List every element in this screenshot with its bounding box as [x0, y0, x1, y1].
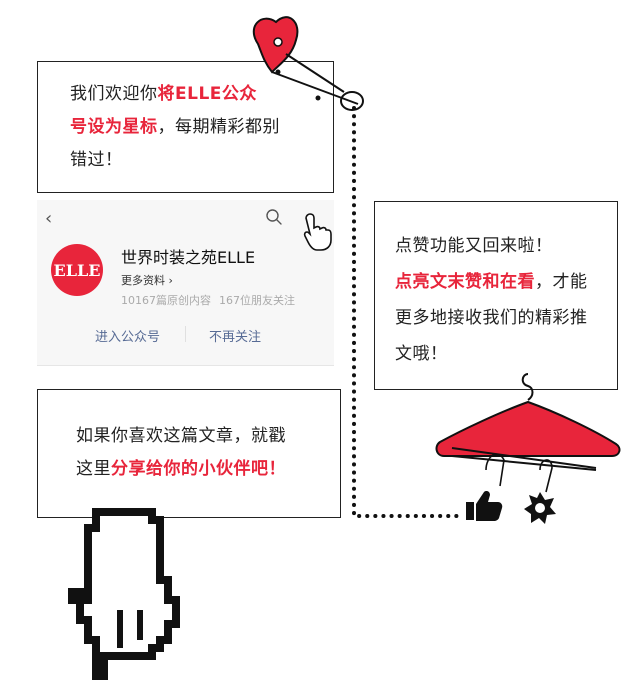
- card-divider: [37, 365, 334, 366]
- action-divider: [185, 326, 186, 342]
- star-reminder-box: 我们欢迎你将ELLE公众 号设为星标，每期精彩都别 错过！: [37, 61, 334, 193]
- share-reminder-box: 如果你喜欢这篇文章，就戳 这里分享给你的小伙伴吧！: [37, 389, 341, 518]
- like-reminder-text: 点赞功能又回来啦！ 点亮文末赞和在看，才能 更多地接收我们的精彩推 文哦！: [395, 236, 588, 364]
- wechat-profile-card: ‹ ELLE 世界时装之苑ELLE 更多资料 › 10167篇原创内容 167位朋…: [37, 200, 334, 366]
- search-icon[interactable]: [265, 208, 283, 226]
- unfollow-button[interactable]: 不再关注: [209, 330, 262, 345]
- share-reminder-text: 如果你喜欢这篇文章，就戳 这里分享给你的小伙伴吧！: [76, 426, 286, 479]
- star-reminder-text: 我们欢迎你将ELLE公众 号设为星标，每期精彩都别 错过！: [70, 84, 280, 170]
- account-stats: 10167篇原创内容 167位朋友关注: [121, 292, 295, 308]
- enter-account-button[interactable]: 进入公众号: [95, 330, 161, 345]
- more-info-link[interactable]: 更多资料 ›: [121, 274, 173, 287]
- like-reminder-box: 点赞功能又回来啦！ 点亮文末赞和在看，才能 更多地接收我们的精彩推 文哦！: [374, 201, 618, 390]
- back-arrow-icon[interactable]: ‹: [45, 208, 53, 229]
- account-name: 世界时装之苑ELLE: [121, 248, 256, 267]
- pixel-hand-pointer-icon: [68, 508, 180, 680]
- star-tag-icon: [524, 492, 556, 524]
- follower-count: 167位朋友关注: [219, 294, 295, 307]
- thumbs-up-icon: [466, 491, 503, 521]
- avatar: ELLE: [51, 244, 103, 296]
- coat-hanger-icon: [435, 373, 621, 493]
- article-count: 10167篇原创内容: [121, 294, 211, 307]
